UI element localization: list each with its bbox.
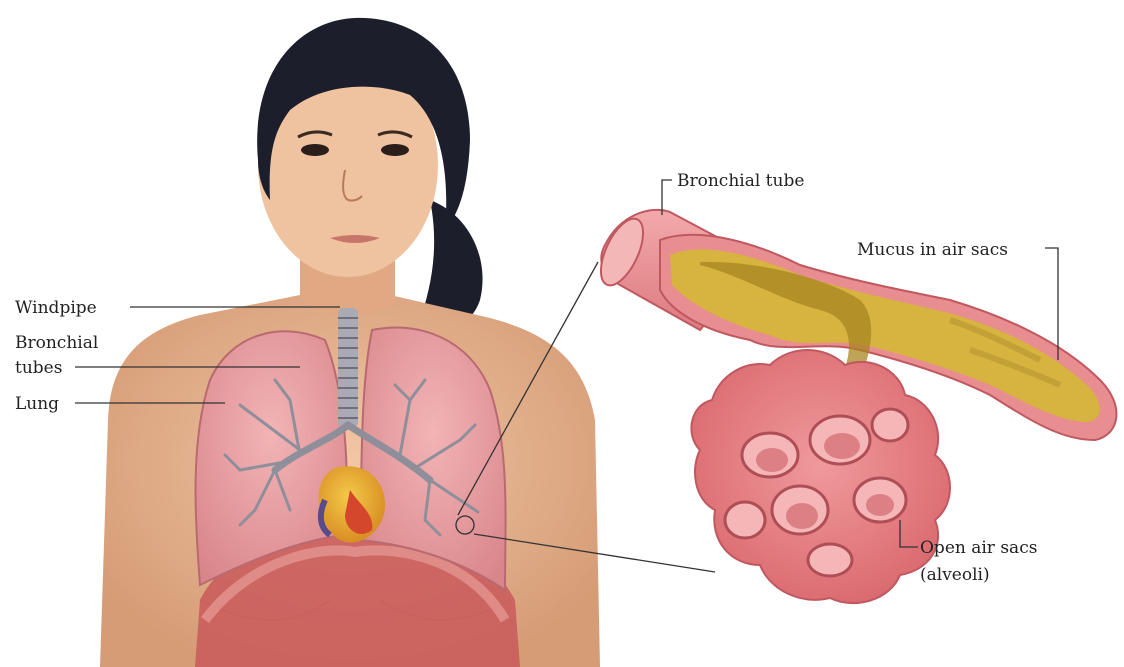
label-bronchial-tube: Bronchial tube (677, 171, 804, 191)
right-eye (381, 144, 409, 156)
human-figure (100, 18, 600, 667)
label-lung: Lung (15, 394, 59, 414)
alveoli-closeup (592, 210, 1116, 603)
label-open-air-sacs-line2: (alveoli) (920, 565, 990, 585)
label-windpipe: Windpipe (15, 298, 97, 318)
label-mucus-in-air-sacs: Mucus in air sacs (857, 240, 1008, 260)
windpipe (338, 308, 358, 428)
left-eye (301, 144, 329, 156)
label-bronchial-tubes-line1: Bronchial (15, 333, 98, 353)
label-bronchial-tubes-line2: tubes (15, 358, 62, 378)
label-open-air-sacs-line1: Open air sacs (920, 538, 1037, 558)
